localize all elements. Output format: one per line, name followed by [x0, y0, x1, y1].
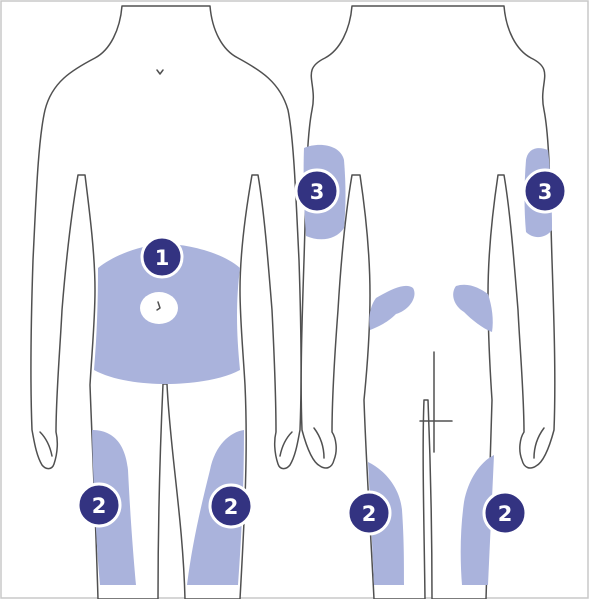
badge-number: 3 — [310, 180, 325, 204]
badge-back-left-thigh: 2 — [348, 492, 390, 534]
badge-back-right-thigh: 2 — [484, 492, 526, 534]
badge-number: 1 — [155, 246, 170, 270]
badge-number: 2 — [224, 495, 239, 519]
badge-front-right-thigh: 2 — [210, 485, 252, 527]
badge-abdomen: 1 — [142, 237, 182, 277]
badge-back-right-arm: 3 — [524, 170, 566, 212]
badge-front-left-thigh: 2 — [78, 484, 120, 526]
badge-number: 2 — [92, 494, 107, 518]
badge-back-left-arm: 3 — [296, 170, 338, 212]
badge-number: 2 — [362, 502, 377, 526]
badge-number: 2 — [498, 502, 513, 526]
badge-number: 3 — [538, 180, 553, 204]
